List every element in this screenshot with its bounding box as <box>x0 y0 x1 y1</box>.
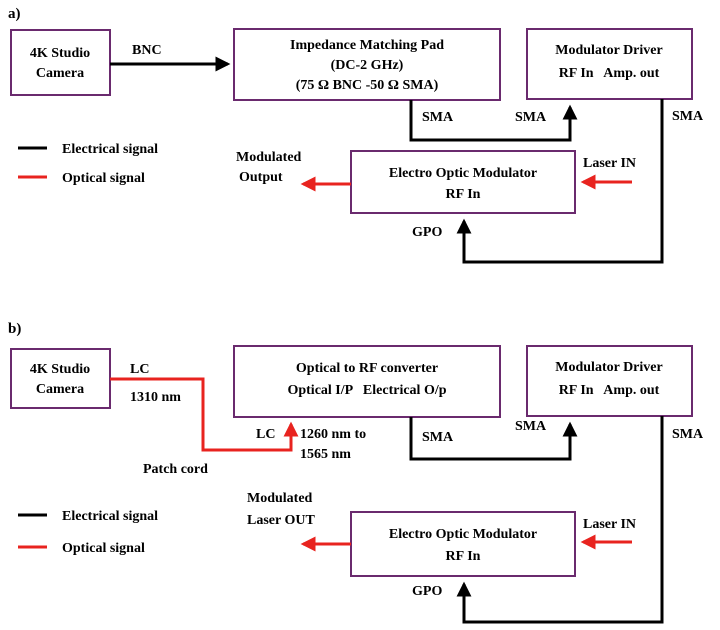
wavelength-1310-label: 1310 nm <box>130 390 181 405</box>
camera-box-b <box>10 348 111 409</box>
pad-to-driver-link <box>409 100 578 142</box>
sma-driver-out-label-b: SMA <box>672 427 704 442</box>
camera-b-line1: 4K Studio <box>30 362 90 377</box>
legend-optical-label-b: Optical signal <box>62 541 145 556</box>
patch-cord-label: Patch cord <box>143 462 208 477</box>
panel-b: b) 4K Studio Camera Optical to RF conver… <box>8 321 704 624</box>
camera-box-a <box>10 29 111 96</box>
eom-box-a <box>350 150 576 214</box>
driver-a-line1: Modulator Driver <box>555 43 662 58</box>
panel-a: a) 4K Studio Camera Impedance Matching P… <box>8 6 704 264</box>
impedance-pad-line2: (DC-2 GHz) <box>331 58 404 73</box>
modulator-driver-box-a <box>526 28 693 100</box>
lc-top-label: LC <box>130 362 149 377</box>
camera-a-line2: Camera <box>36 66 84 81</box>
lc-bottom-label: LC <box>256 427 275 442</box>
driver-to-eom-link <box>456 99 664 264</box>
bnc-label: BNC <box>132 43 162 58</box>
sma-driver-in-label: SMA <box>515 110 547 125</box>
legend-electrical-label-b: Electrical signal <box>62 509 158 524</box>
sma-driver-out-label: SMA <box>672 109 704 124</box>
laser-out-line1-label: Modulated <box>247 491 313 506</box>
impedance-pad-line3: (75 Ω BNC -50 Ω SMA) <box>296 78 439 93</box>
eom-b-line2: RF In <box>446 549 481 564</box>
sma-driver-in-label-b: SMA <box>515 419 547 434</box>
driver-to-eom-link-b <box>456 416 664 624</box>
eom-box-b <box>350 511 576 577</box>
impedance-pad-box <box>233 28 501 101</box>
sma-conv-out-label: SMA <box>422 430 454 445</box>
laser-in-label-b: Laser IN <box>583 517 636 532</box>
optical-rf-converter-box <box>233 345 501 418</box>
driver-b-line1: Modulator Driver <box>555 360 662 375</box>
driver-b-line2: RF In Amp. out <box>559 383 660 398</box>
range-line1-label: 1260 nm to <box>300 427 366 442</box>
output-line1-label: Modulated <box>236 150 302 165</box>
eom-a-line2: RF In <box>446 187 481 202</box>
patch-cord-link <box>110 377 299 452</box>
eom-a-line1: Electro Optic Modulator <box>389 166 537 181</box>
modulator-driver-box-b <box>526 345 693 417</box>
output-line2-label: Output <box>239 170 283 185</box>
converter-line1: Optical to RF converter <box>296 361 438 376</box>
driver-a-line2: RF In Amp. out <box>559 66 660 81</box>
sma-pad-out-label: SMA <box>422 110 454 125</box>
camera-a-line1: 4K Studio <box>30 46 90 61</box>
impedance-pad-line1: Impedance Matching Pad <box>290 38 444 53</box>
converter-line2: Optical I/P Electrical O/p <box>287 383 446 398</box>
range-line2-label: 1565 nm <box>300 447 351 462</box>
panel-b-label: b) <box>8 321 21 337</box>
legend-optical-label-a: Optical signal <box>62 171 145 186</box>
laser-in-label-a: Laser IN <box>583 156 636 171</box>
panel-a-label: a) <box>8 6 21 22</box>
camera-b-line2: Camera <box>36 382 84 397</box>
laser-out-line2-label: Laser OUT <box>247 513 315 528</box>
legend-electrical-label-a: Electrical signal <box>62 142 158 157</box>
converter-to-driver-link <box>409 417 578 461</box>
eom-b-line1: Electro Optic Modulator <box>389 527 537 542</box>
gpo-label-b: GPO <box>412 584 442 599</box>
gpo-label-a: GPO <box>412 225 442 240</box>
